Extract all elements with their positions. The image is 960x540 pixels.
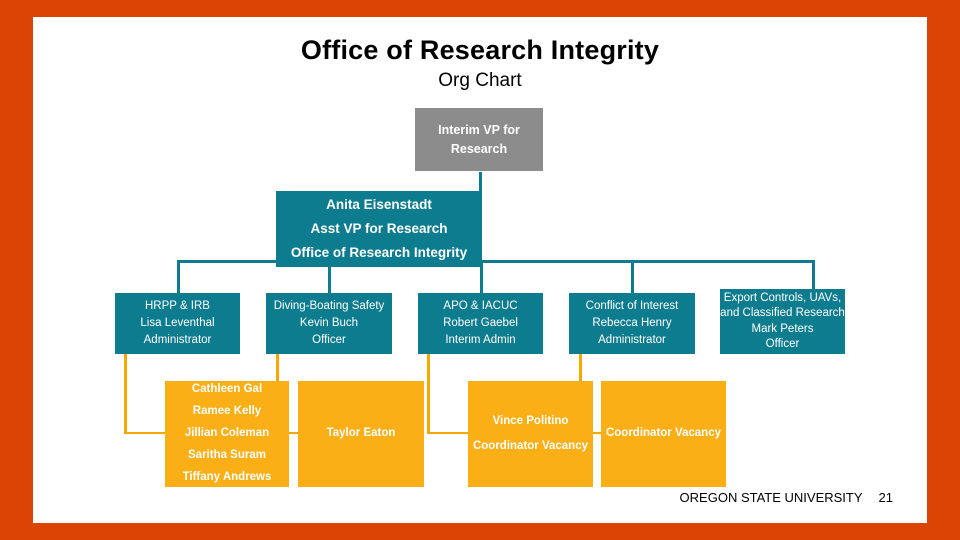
node-line: Coordinator Vacancy (472, 440, 589, 452)
node-line: Lisa Leventhal (140, 316, 215, 329)
connector-drop-staff-3 (427, 354, 430, 434)
connector-drop-unit-1 (177, 260, 180, 293)
node-line: Office of Research Integrity (290, 244, 468, 260)
connector-drop-unit-5 (812, 260, 815, 293)
node-line: APO & IACUC (443, 299, 518, 312)
page-subtitle: Org Chart (438, 70, 522, 91)
node-line: Taylor Eaton (326, 427, 396, 440)
node-line: Officer (312, 334, 346, 346)
frame-border-right (927, 0, 960, 540)
node-line: Administrator (598, 334, 666, 346)
node-line: HRPP & IRB (145, 299, 210, 312)
frame-border-top (0, 0, 960, 17)
node-line: Research (450, 141, 508, 156)
connector-drop-unit-4 (631, 260, 634, 293)
node-line: Ramee Kelly (192, 405, 262, 418)
node-line: Vince Politino (492, 414, 569, 427)
node-line: Interim Admin (445, 334, 516, 346)
slide-content: Office of Research Integrity Org Chart I… (33, 17, 927, 523)
node-interim-vp[interactable]: Interim VP for Research (415, 108, 543, 171)
footer-organization: OREGON STATE UNIVERSITY (679, 490, 863, 505)
node-line: Robert Gaebel (443, 316, 518, 329)
frame-border-left (0, 0, 33, 540)
node-line: Tiffany Andrews (182, 470, 272, 483)
node-line: Interim VP for (438, 123, 520, 137)
node-staff-diving-boating[interactable]: Taylor Eaton (298, 381, 424, 487)
node-line: Asst VP for Research (310, 221, 448, 237)
node-line: Kevin Buch (299, 316, 359, 329)
node-unit-conflict-of-interest[interactable]: Conflict of Interest Rebecca Henry Admin… (569, 293, 695, 354)
node-line: Anita Eisenstadt (326, 197, 432, 213)
node-line: Conflict of Interest (585, 299, 679, 312)
node-line: and Classified Research (720, 307, 845, 320)
connector-drop-unit-2 (328, 260, 331, 293)
node-staff-conflict-of-interest[interactable]: Coordinator Vacancy (601, 381, 726, 487)
node-line: Cathleen Gal (191, 383, 263, 396)
node-line: Administrator (143, 334, 212, 346)
connector-drop-staff-1 (124, 354, 127, 434)
footer: OREGON STATE UNIVERSITY 21 (680, 490, 893, 505)
node-line: Saritha Suram (188, 448, 266, 461)
node-asst-vp[interactable]: Anita Eisenstadt Asst VP for Research Of… (276, 191, 482, 267)
node-line: Mark Peters (751, 322, 814, 335)
node-line: Diving-Boating Safety (273, 299, 385, 312)
node-unit-hrpp-irb[interactable]: HRPP & IRB Lisa Leventhal Administrator (115, 293, 240, 354)
node-line: Officer (765, 337, 800, 350)
node-staff-apo-iacuc[interactable]: Vince Politino Coordinator Vacancy (468, 381, 593, 487)
node-staff-hrpp-irb[interactable]: Cathleen Gal Ramee Kelly Jillian Coleman… (165, 381, 289, 487)
page-title: Office of Research Integrity (300, 35, 660, 65)
connector-elbow-staff-3 (427, 432, 468, 434)
node-line: Jillian Coleman (184, 427, 270, 440)
connector-unit-bus (177, 260, 815, 263)
node-unit-apo-iacuc[interactable]: APO & IACUC Robert Gaebel Interim Admin (418, 293, 543, 354)
node-line: Rebecca Henry (592, 316, 672, 329)
footer-page-number: 21 (878, 490, 893, 505)
frame-border-bottom (0, 523, 960, 540)
node-line: Export Controls, UAVs, (723, 292, 842, 305)
node-unit-diving-boating-safety[interactable]: Diving-Boating Safety Kevin Buch Officer (266, 293, 392, 354)
connector-elbow-staff-1 (124, 432, 165, 434)
connector-drop-unit-3 (480, 260, 483, 293)
node-unit-export-controls[interactable]: Export Controls, UAVs, and Classified Re… (720, 289, 845, 354)
node-line: Coordinator Vacancy (605, 427, 722, 440)
